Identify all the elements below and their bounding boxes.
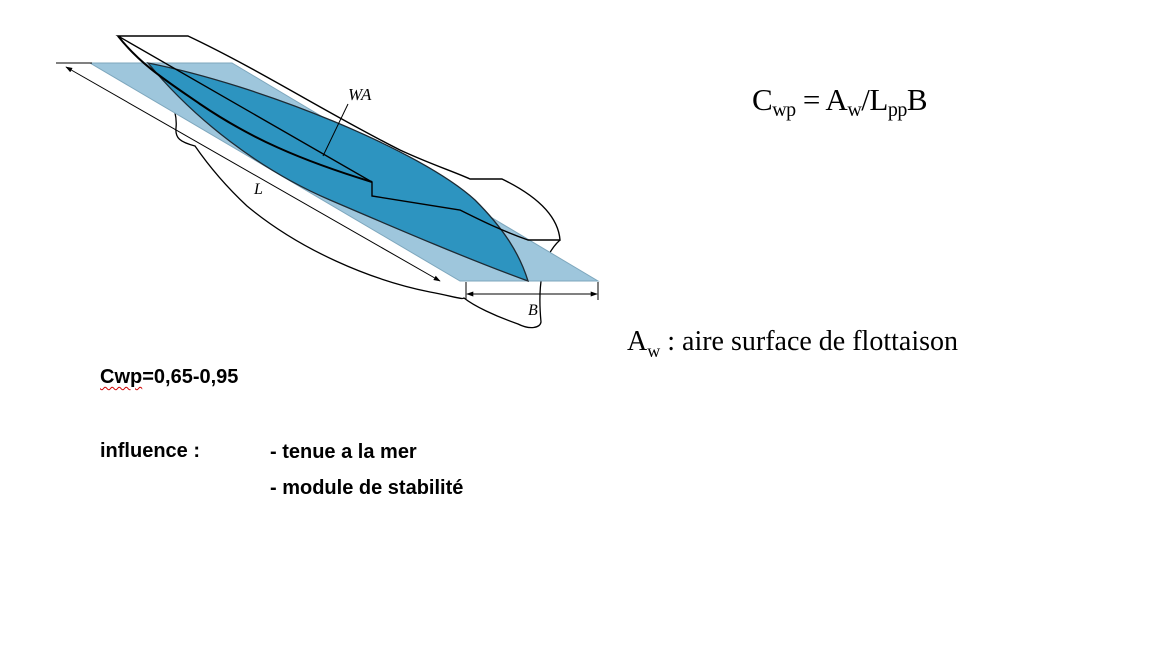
range-value: =0,65-0,95 xyxy=(142,366,239,388)
formula-a-sub: w xyxy=(847,99,862,121)
length-dimension-line xyxy=(65,66,441,282)
definition-a: A xyxy=(627,326,648,357)
waterplane-coefficient-formula: Cwp = Aw/LppB xyxy=(752,82,928,121)
wa-label: WA xyxy=(348,85,372,104)
waterplane-diagram: WA L B xyxy=(56,35,600,329)
length-label: L xyxy=(253,181,263,198)
influence-item: - module de stabilité xyxy=(270,477,464,499)
coefficient-range: Cwp=0,65-0,95 xyxy=(100,366,238,389)
formula-l-sub: pp xyxy=(887,99,908,121)
influence-label: influence : xyxy=(100,440,201,462)
wa-leader-line xyxy=(322,103,349,157)
definition-text: : aire surface de flottaison xyxy=(660,326,958,357)
formula-c: C xyxy=(752,82,773,117)
definition-a-sub: w xyxy=(647,341,661,361)
formula-slash: /L xyxy=(861,82,888,117)
influence-list: - tenue a la mer - module de stabilité xyxy=(270,440,463,512)
formula-eq: = A xyxy=(795,82,848,117)
beam-label: B xyxy=(528,302,538,319)
formula-c-sub: wp xyxy=(772,99,796,121)
influence-item: - tenue a la mer xyxy=(270,441,417,463)
formula-tail: B xyxy=(906,82,928,117)
area-definition: Aw : aire surface de flottaison xyxy=(627,326,958,361)
range-symbol: Cwp xyxy=(100,366,143,388)
